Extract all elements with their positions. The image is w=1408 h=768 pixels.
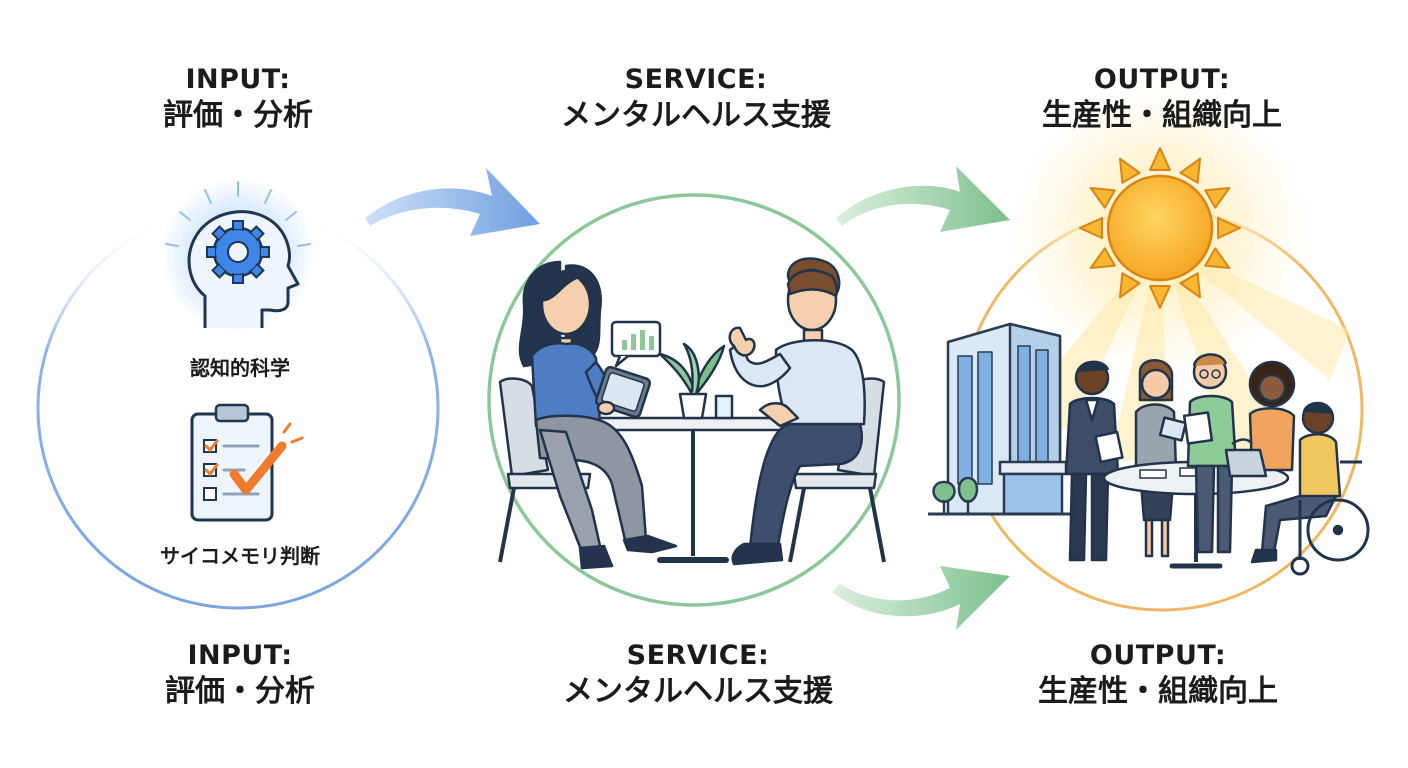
service-title: メンタルヘルス支援 <box>561 98 831 133</box>
service-to-output-arrow-top <box>836 166 1010 232</box>
output-heading: OUTPUT: <box>1093 64 1231 95</box>
input-title: 評価・分析 <box>163 98 313 133</box>
output-top-label: OUTPUT: 生産性・組織向上 <box>982 64 1342 136</box>
service-bottom-title: メンタルヘルス支援 <box>563 674 833 709</box>
output-title: 生産性・組織向上 <box>1042 98 1282 133</box>
psychometric-caption: サイコメモリ判断 <box>160 544 320 568</box>
diverse-team-scene <box>1064 353 1370 576</box>
output-bottom-title: 生産性・組織向上 <box>1038 674 1278 709</box>
input-bottom-title: 評価・分析 <box>165 674 315 709</box>
input-heading: INPUT: <box>185 64 291 95</box>
service-to-output-arrow-bottom <box>832 566 1010 630</box>
input-bottom-label: INPUT: 評価・分析 <box>60 640 420 712</box>
input-to-service-arrow <box>365 168 540 236</box>
input-bottom-heading: INPUT: <box>187 640 293 671</box>
service-heading: SERVICE: <box>624 64 768 95</box>
service-top-label: SERVICE: メンタルヘルス支援 <box>516 64 876 136</box>
office-building-icon <box>928 322 1070 516</box>
service-bottom-label: SERVICE: メンタルヘルス支援 <box>518 640 878 712</box>
output-bottom-heading: OUTPUT: <box>1089 640 1227 671</box>
counseling-scene <box>498 257 886 570</box>
cognitive-science-caption: 認知的科学 <box>190 356 290 380</box>
brain-gear-icon <box>160 177 316 333</box>
output-bottom-label: OUTPUT: 生産性・組織向上 <box>978 640 1338 712</box>
sun-icon <box>1079 147 1241 309</box>
input-top-label: INPUT: 評価・分析 <box>58 64 418 136</box>
clipboard-check-icon <box>190 403 304 522</box>
service-bottom-heading: SERVICE: <box>626 640 770 671</box>
